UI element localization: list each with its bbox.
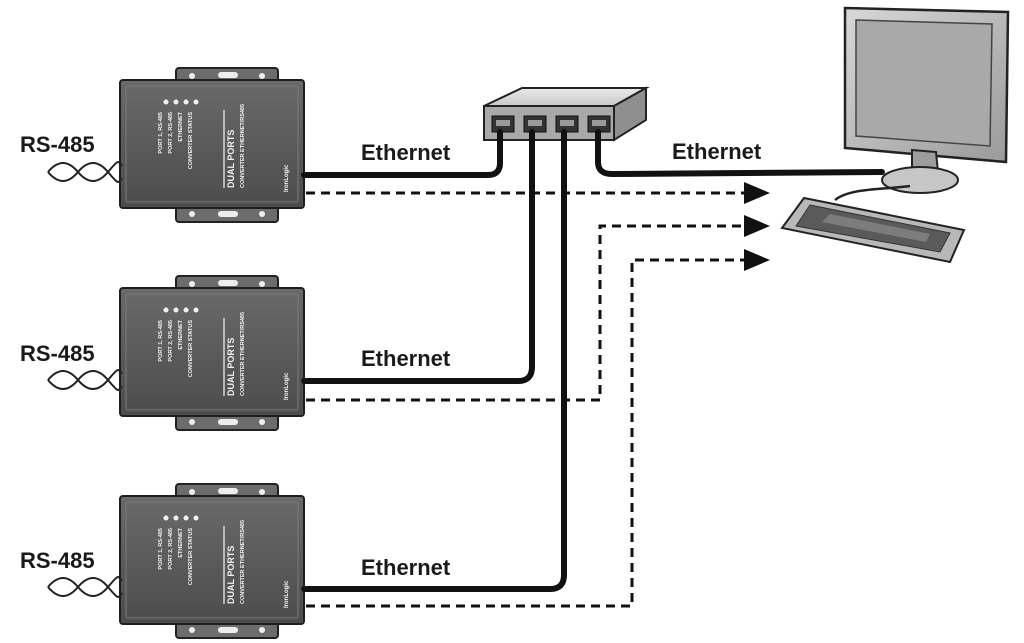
arrow-head-1 [744,182,770,204]
ethernet-label-1: Ethernet [361,140,451,165]
led-label-port2: PORT 2, RS-485 [168,320,174,362]
ethernet-cable-1 [301,129,503,178]
network-switch-icon [483,86,650,142]
brand-logo: IronLogic [284,164,290,192]
twisted-pair-icon [47,369,123,391]
brand-logo: IronLogic [284,372,290,400]
led-label-ethernet: ETHERNET [178,319,184,349]
device-subtitle: CONVERTER ETHERNET/RS485 [240,520,246,604]
ethernet-label-2: Ethernet [361,346,451,371]
led-label-ethernet: ETHERNET [178,111,184,141]
ethernet-cable-2 [301,129,535,384]
twisted-pair-icon [47,161,123,183]
ethernet-label-pc: Ethernet [672,139,762,164]
keyboard-icon [780,196,966,264]
ethernet-cable-3 [301,129,567,592]
ethernet-cable-pc [595,129,885,177]
arrow-head-2 [744,215,770,237]
led-label-ethernet: ETHERNET [178,527,184,557]
led-label-port1: PORT 1, RS-485 [158,528,164,570]
device-subtitle: CONVERTER ETHERNET/RS485 [240,312,246,396]
device-title: DUAL PORTS [226,546,236,604]
rs485-label-1: RS-485 [20,132,95,157]
led-label-status: CONVERTER STATUS [188,112,194,170]
converter-device-1 [119,67,305,223]
led-label-port2: PORT 2, RS-485 [168,112,174,154]
virtual-link-3 [306,258,748,608]
led-label-port1: PORT 1, RS-485 [158,112,164,154]
converter-device-3 [119,483,305,639]
rs485-label-2: RS-485 [20,341,95,366]
ethernet-label-3: Ethernet [361,555,451,580]
virtual-link-2 [306,224,748,402]
converter-device-2 [119,275,305,431]
led-label-status: CONVERTER STATUS [188,320,194,378]
arrow-head-3 [744,249,770,271]
led-label-port1: PORT 1, RS-485 [158,320,164,362]
led-label-status: CONVERTER STATUS [188,528,194,586]
twisted-pair-icon [47,576,123,598]
computer-monitor-icon [843,6,1010,194]
device-subtitle: CONVERTER ETHERNET/RS485 [240,104,246,188]
device-title: DUAL PORTS [226,130,236,188]
rs485-label-3: RS-485 [20,548,95,573]
device-title: DUAL PORTS [226,338,236,396]
led-label-port2: PORT 2, RS-485 [168,528,174,570]
brand-logo: IronLogic [284,580,290,608]
